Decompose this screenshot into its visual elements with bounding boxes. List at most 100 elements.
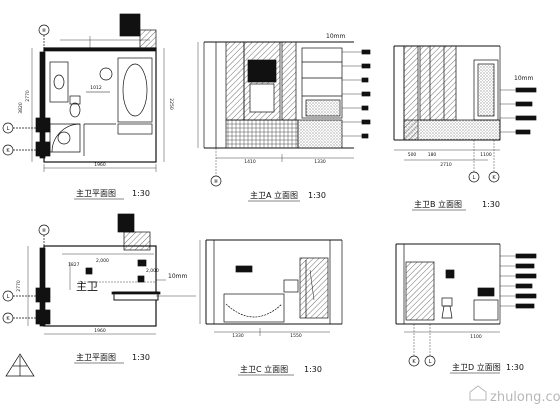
- shower-drain: [57, 131, 71, 145]
- svg-text:1410: 1410: [244, 159, 256, 165]
- svg-text:1960: 1960: [94, 328, 106, 334]
- svg-text:1100: 1100: [470, 334, 482, 340]
- shower-glass: [405, 261, 435, 321]
- left-wall: [39, 51, 46, 159]
- room-label: 主卫: [76, 280, 98, 293]
- top-wall: [43, 47, 157, 52]
- watermark: zhulong.com: [469, 385, 560, 405]
- svg-text:K: K: [6, 316, 10, 322]
- plan-top-title: 主卫平面图: [76, 188, 116, 198]
- stone-base: [297, 119, 343, 149]
- elev-b-scale: 1:30: [482, 200, 500, 209]
- shower-panel: [299, 257, 329, 319]
- vanity: [49, 61, 69, 103]
- svg-text:L: L: [473, 175, 476, 181]
- elev-d-title: 主卫D 立面图: [452, 362, 501, 372]
- plan-bottom-title: 主卫平面图: [76, 352, 116, 362]
- svg-text:2710: 2710: [440, 162, 452, 168]
- elev-c-title: 主卫C 立面图: [240, 364, 288, 374]
- view-plan-bottom: ⑧ L K 主卫 2,000 2,000 1827 10mm: [2, 213, 196, 377]
- svg-text:2250: 2250: [168, 98, 174, 110]
- cabinet: [247, 59, 277, 83]
- grid-marker-l-elev-d: L: [424, 324, 436, 367]
- lower-tile-band: [225, 119, 299, 149]
- step: [117, 123, 153, 135]
- view-elevation-d: 1100 K L 主卫D 立面图 1:30: [395, 243, 537, 374]
- grid-marker-l-plan-bottom: L: [2, 290, 36, 302]
- grid-marker-k-plan-bottom: K: [2, 312, 36, 324]
- plan-bottom-scale: 1:30: [132, 353, 150, 362]
- svg-text:1827: 1827: [68, 262, 80, 268]
- svg-text:L: L: [7, 126, 10, 132]
- svg-text:⑧: ⑧: [214, 179, 219, 185]
- svg-text:zhulong.com: zhulong.com: [490, 390, 560, 405]
- svg-text:180: 180: [428, 152, 437, 158]
- svg-text:K: K: [412, 359, 416, 365]
- view-elevation-c: 1330 1550 主卫C 立面图 1:30: [199, 239, 343, 376]
- elev-d-scale: 1:30: [506, 363, 524, 372]
- column-k: [35, 141, 51, 157]
- shaft: [139, 29, 157, 49]
- floor-drain: [99, 67, 113, 81]
- column-l: [35, 117, 51, 133]
- base-stone: [403, 119, 501, 141]
- svg-text:2770: 2770: [25, 90, 31, 102]
- svg-text:2,000: 2,000: [146, 268, 159, 274]
- elev-b-note: 10mm: [514, 75, 533, 82]
- column-l-2: [35, 287, 51, 303]
- svg-text:1330: 1330: [314, 159, 326, 165]
- elev-c-scale: 1:30: [304, 365, 322, 374]
- column-top: [119, 13, 141, 37]
- svg-text:2,000: 2,000: [96, 258, 109, 264]
- grid-marker-l-plan-top: L: [2, 122, 40, 134]
- svg-text:L: L: [429, 359, 432, 365]
- grid-marker-8-elev-a: ⑧: [210, 148, 222, 187]
- column-top-2: [117, 213, 135, 233]
- wc-bowl: [69, 102, 81, 118]
- elev-b-title: 主卫B 立面图: [414, 199, 462, 209]
- mirror-glass: [249, 83, 275, 113]
- shelf-unit: [301, 47, 343, 119]
- vanity-d: [473, 299, 499, 321]
- bathtub: [117, 57, 153, 123]
- bathtub-basin: [122, 63, 148, 117]
- plan-bottom-note: 10mm: [168, 273, 187, 280]
- svg-text:L: L: [7, 294, 10, 300]
- bathtub-front: [223, 293, 285, 323]
- wall-tile-left: [225, 41, 245, 121]
- north-arrow: [5, 353, 35, 377]
- bathtub-outline: [225, 303, 283, 318]
- elev-a-title: 主卫A 立面图: [250, 190, 298, 200]
- grid-marker-8-plan-top: ⑧: [38, 24, 50, 48]
- svg-text:1960: 1960: [94, 162, 106, 168]
- svg-text:1100: 1100: [480, 152, 492, 158]
- vanity-sink: [53, 74, 65, 90]
- grid-marker-k-plan-top: K: [2, 144, 40, 156]
- elev-a-note: 10mm: [326, 33, 345, 40]
- room-outline-2: [43, 245, 157, 327]
- shower-screen: [419, 45, 457, 121]
- view-elevation-b: 10mm 500 180 1100 2710 L K 主卫B 立面图 1:30: [393, 45, 537, 211]
- fixture: [445, 269, 455, 279]
- elev-a-scale: 1:30: [308, 191, 326, 200]
- shower-door-swing: [51, 123, 81, 153]
- grid-marker-8-plan-bottom: ⑧: [38, 224, 50, 246]
- svg-text:3820: 3820: [18, 102, 24, 114]
- plan-top-scale: 1:30: [132, 189, 150, 198]
- grid-marker-k-elev-b: K: [488, 140, 500, 183]
- svg-text:1012: 1012: [90, 85, 102, 91]
- room-outline: [43, 47, 157, 163]
- wc-d: [441, 305, 453, 319]
- wall-light: [235, 265, 253, 273]
- wc-tank: [69, 95, 81, 105]
- column-k-2: [35, 309, 51, 325]
- view-plan-top: ⑧ L K: [2, 13, 174, 200]
- svg-text:K: K: [492, 175, 496, 181]
- grid-marker-k-elev-d: K: [408, 324, 420, 367]
- svg-text:500: 500: [408, 152, 417, 158]
- svg-text:⑧: ⑧: [42, 228, 47, 234]
- svg-text:⑧: ⑧: [42, 28, 47, 34]
- svg-text:1550: 1550: [290, 333, 302, 339]
